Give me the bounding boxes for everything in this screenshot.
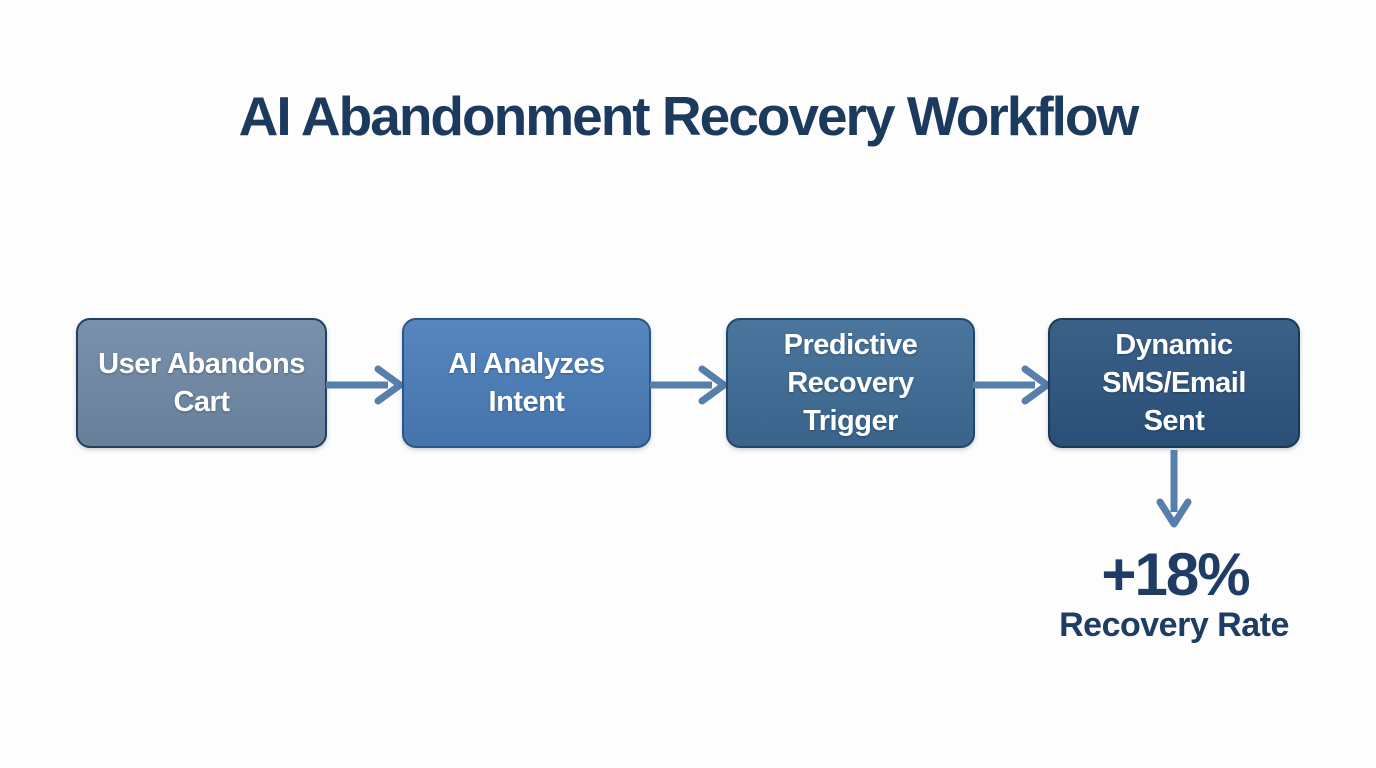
node-dynamic-sms-email-sent: Dynamic SMS/Email Sent xyxy=(1048,318,1300,448)
node-label: Dynamic SMS/Email Sent xyxy=(1102,328,1246,438)
arrow-right-icon xyxy=(650,365,728,405)
result-value: +18% xyxy=(1101,541,1250,608)
arrow-right-icon xyxy=(326,365,404,405)
node-user-abandons-cart: User Abandons Cart xyxy=(76,318,327,448)
arrow-right-icon xyxy=(973,365,1051,405)
result-label: Recovery Rate xyxy=(1059,606,1289,644)
arrow-down-icon xyxy=(1156,450,1192,528)
node-predictive-recovery-trigger: Predictive Recovery Trigger xyxy=(726,318,975,448)
node-ai-analyzes-intent: AI Analyzes Intent xyxy=(402,318,651,448)
diagram-title: AI Abandonment Recovery Workflow xyxy=(238,85,1140,147)
node-label: User Abandons Cart xyxy=(98,347,305,418)
node-label: AI Analyzes Intent xyxy=(448,347,605,418)
node-label: Predictive Recovery Trigger xyxy=(783,328,918,438)
